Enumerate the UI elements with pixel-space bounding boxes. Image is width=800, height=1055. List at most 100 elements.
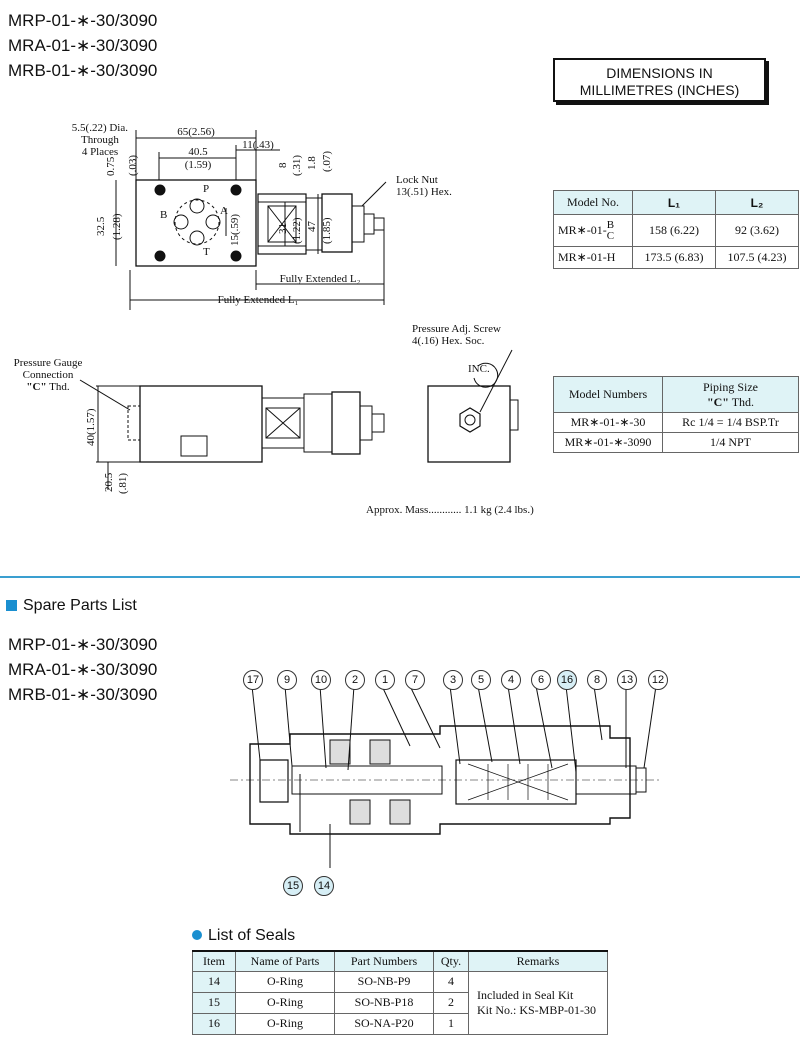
table-header: L₂: [715, 190, 799, 215]
dim-label: 1.8: [306, 156, 318, 170]
dim-label: Pressure Adj. Screw: [412, 323, 501, 335]
part-balloon-1: 1: [375, 670, 395, 690]
table-cell: 1/4 NPT: [662, 432, 799, 453]
table-row: MR∗-01-∗-30 Rc 1/4 = 1/4 BSP.Tr: [553, 412, 799, 433]
dim-label: (1.28): [111, 213, 123, 240]
table-cell: B: [606, 218, 615, 231]
dim-label: (1.22): [291, 217, 303, 244]
dim-label: 4 Places: [82, 146, 118, 158]
dim-label: 8: [277, 162, 289, 168]
table-row: MR∗-01-H 173.5 (6.83) 107.5 (4.23): [553, 246, 799, 269]
table-cell: MR∗-01-: [558, 222, 607, 237]
port-label: A: [220, 205, 228, 217]
part-balloon-16: 16: [557, 670, 577, 690]
spare-model: MRB-01-∗-30/3090: [8, 685, 158, 704]
dimension-drawing: 5.5(.22) Dia. Through 4 Places 65(2.56) …: [14, 122, 519, 494]
table-cell: 14: [192, 970, 236, 993]
part-balloon-14: 14: [314, 876, 334, 896]
table-cell: 15: [192, 991, 236, 1014]
seals-title: List of Seals: [192, 927, 295, 945]
dimensions-box-line1: DIMENSIONS IN: [606, 65, 713, 81]
seals-table: Item Name of Parts Part Numbers Qty. Rem…: [192, 950, 608, 1035]
table-cell: 4: [433, 970, 469, 993]
table-cell: MR∗-01-∗-30: [553, 412, 663, 433]
dim-label: (.81): [117, 473, 129, 494]
dim-label: 65(2.56): [177, 126, 215, 138]
dim-label: Fully Extended L₁: [218, 294, 299, 306]
table-header: Name of Parts: [235, 950, 335, 972]
table-header: Item: [192, 950, 236, 972]
top-view-labels: 5.5(.22) Dia. Through 4 Places 65(2.56) …: [72, 122, 452, 306]
part-balloon-9: 9: [277, 670, 297, 690]
svg-text:"C" Thd.: "C" Thd.: [26, 381, 69, 393]
table-header: L₁: [632, 190, 716, 215]
top-view: [115, 130, 387, 310]
table-cell: Rc 1/4 = 1/4 BSP.Tr: [662, 412, 799, 433]
table-cell: Kit No.: KS-MBP-01-30: [477, 1002, 597, 1017]
spare-model-list: MRP-01-∗-30/3090 MRA-01-∗-30/3090 MRB-01…: [8, 632, 157, 707]
table-cell: MR∗-01-H: [553, 246, 633, 269]
dim-label: Thd.: [47, 381, 70, 393]
part-balloon-5: 5: [471, 670, 491, 690]
spare-model: MRA-01-∗-30/3090: [8, 660, 158, 679]
end-view: [427, 349, 519, 463]
header-model: MRB-01-∗-30/3090: [8, 61, 158, 80]
part-balloon-15: 15: [283, 876, 303, 896]
part-balloon-3: 3: [443, 670, 463, 690]
part-balloon-4: 4: [501, 670, 521, 690]
dim-label: Pressure Gauge: [14, 357, 83, 369]
table-row: 16 O-Ring SO-NA-P20 1: [192, 1012, 608, 1035]
spare-model: MRP-01-∗-30/3090: [8, 635, 158, 654]
port-label: P: [203, 183, 209, 195]
table-cell: MR∗-01-∗-3090: [553, 432, 663, 453]
dim-label: 32.5: [95, 216, 107, 236]
seals-title-text: List of Seals: [208, 927, 296, 944]
header-model: MRA-01-∗-30/3090: [8, 36, 158, 55]
dim-label: 13(.51) Hex.: [396, 186, 452, 198]
dim-label: (.07): [321, 151, 333, 172]
side-view: [79, 379, 385, 490]
part-balloon-6: 6: [531, 670, 551, 690]
table-cell: 92 (3.62): [715, 214, 799, 247]
table-header: Qty.: [433, 950, 469, 972]
table-header: Part Numbers: [334, 950, 434, 972]
dim-label: 15(.59): [229, 214, 241, 246]
table-cell: SO-NA-P20: [334, 1012, 434, 1035]
dim-label: 5.5(.22) Dia.: [72, 122, 128, 134]
dim-label: (1.85): [321, 217, 333, 244]
header-model: MRP-01-∗-30/3090: [8, 11, 158, 30]
table-cell: 158 (6.22): [632, 214, 716, 247]
part-balloon-12: 12: [648, 670, 668, 690]
circle-bullet-icon: [192, 930, 202, 940]
table-cell: 1: [433, 1012, 469, 1035]
dimensions-box: DIMENSIONS IN MILLIMETRES (INCHES): [553, 58, 766, 102]
part-balloon-10: 10: [311, 670, 331, 690]
table-cell: Included in Seal Kit: [477, 987, 574, 1002]
side-view-labels: Pressure Gauge Connection "C" Thd. 40(1.…: [14, 357, 129, 494]
table-cell: SO-NB-P9: [334, 970, 434, 993]
dimensions-box-line2: MILLIMETRES (INCHES): [579, 82, 740, 98]
part-balloon-13: 13: [617, 670, 637, 690]
part-balloon-7: 7: [405, 670, 425, 690]
table-cell: 107.5 (4.23): [715, 246, 799, 269]
port-label: B: [160, 209, 167, 221]
table-row: 14 O-Ring SO-NB-P9 4 Included in Seal Ki…: [192, 970, 608, 1035]
table-cell: 16: [192, 1012, 236, 1035]
dim-label: 40(1.57): [85, 408, 97, 446]
dim-label: 11(.43): [242, 139, 274, 151]
dim-label: (1.59): [185, 159, 212, 171]
dim-label: Lock Nut: [396, 174, 438, 186]
table-row: MR∗-01-∗-3090 1/4 NPT: [553, 432, 799, 453]
table-row: 15 O-Ring SO-NB-P18 2: [192, 991, 608, 1014]
dim-label: (.31): [291, 155, 303, 176]
table-header: Model No.: [553, 190, 633, 215]
dim-label: 47: [306, 221, 318, 233]
dim-label: 20.5: [103, 472, 115, 492]
spare-parts-title-text: Spare Parts List: [23, 597, 137, 614]
table-header: "C": [706, 394, 729, 409]
spare-parts-title: Spare Parts List: [6, 597, 137, 615]
cross-section-drawing: [230, 685, 660, 868]
table-header: Thd.: [728, 394, 755, 409]
